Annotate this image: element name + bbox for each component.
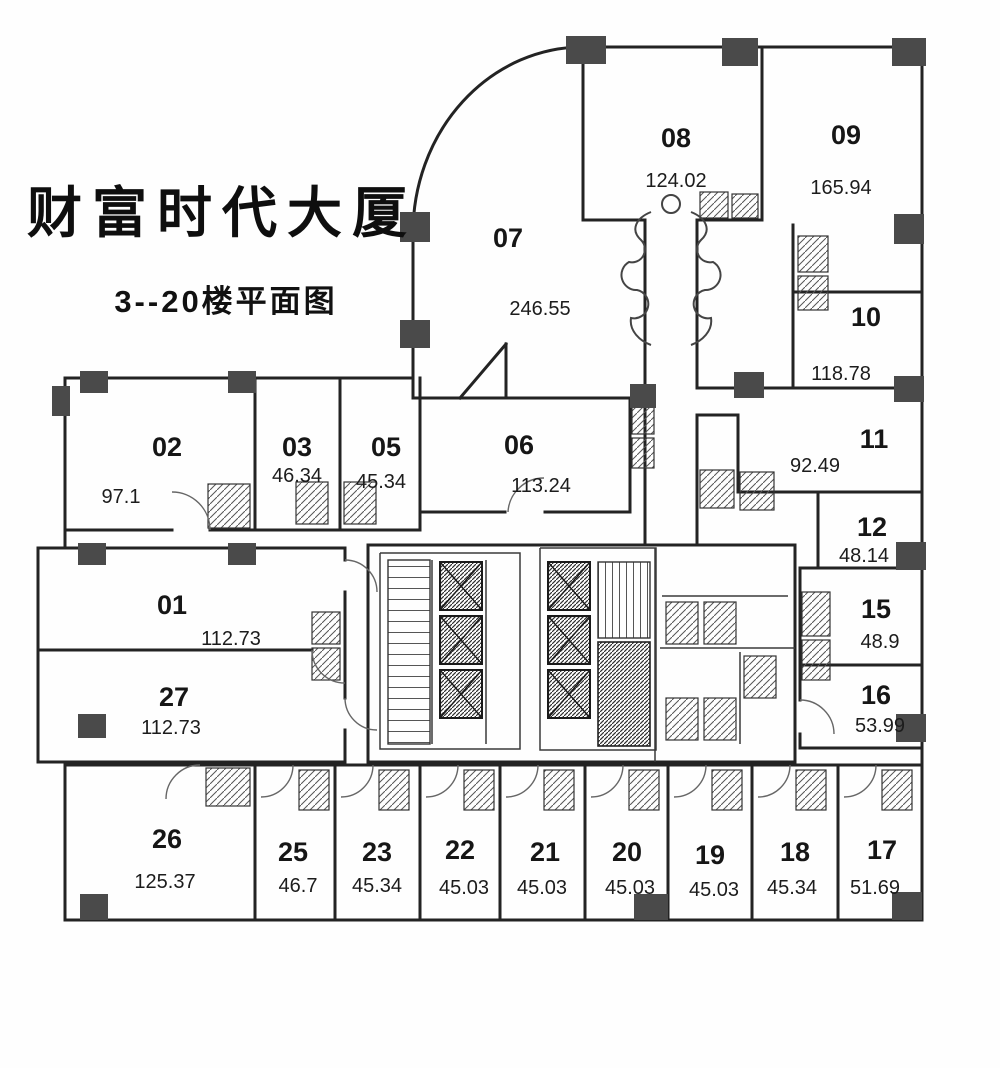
room-08-number: 08 (661, 123, 691, 153)
room-22-number: 22 (445, 835, 475, 865)
room-07-area: 246.55 (509, 298, 570, 320)
stairwell-mid-landing (597, 561, 651, 639)
elevator-shafts (439, 561, 591, 719)
room-03-number: 03 (282, 432, 312, 462)
room-17-area: 51.69 (850, 877, 900, 899)
walls-interior (379, 547, 795, 762)
room-01-number: 01 (157, 590, 187, 620)
room-23-area: 45.34 (352, 875, 402, 897)
room-18-area: 45.34 (767, 877, 817, 899)
building-title: 财富时代大厦 (27, 182, 417, 244)
room-26-number: 26 (152, 824, 182, 854)
room-16-area: 53.99 (855, 715, 905, 737)
atrium-ornament (620, 194, 722, 346)
room-23-number: 23 (362, 837, 392, 867)
room-25-area: 46.7 (279, 875, 318, 897)
room-16-number: 16 (861, 680, 891, 710)
room-05-number: 05 (371, 432, 401, 462)
room-12-number: 12 (857, 512, 887, 542)
room-labels: 07 246.55 08 124.02 09 165.94 10 118.78 … (102, 120, 906, 901)
room-27-number: 27 (159, 682, 189, 712)
room-08-area: 124.02 (645, 170, 706, 192)
room-15-number: 15 (861, 594, 891, 624)
fixtures-hatched (205, 191, 913, 811)
room-01-area: 112.73 (201, 628, 261, 650)
room-09-number: 09 (831, 120, 861, 150)
room-21-area: 45.03 (517, 877, 567, 899)
walls-main (36, 45, 924, 922)
room-06-number: 06 (504, 430, 534, 460)
room-07-number: 07 (493, 223, 523, 253)
floor-range-subtitle: 3--20楼平面图 (114, 284, 337, 319)
room-19-area: 45.03 (689, 879, 739, 901)
room-09-area: 165.94 (810, 177, 871, 199)
stairwell-mid-flight (597, 641, 651, 747)
room-11-number: 11 (860, 424, 889, 454)
room-21-number: 21 (530, 837, 560, 867)
room-05-area: 45.34 (356, 471, 406, 493)
room-02-number: 02 (152, 432, 182, 462)
room-15-area: 48.9 (861, 631, 900, 653)
room-25-number: 25 (278, 837, 308, 867)
room-22-area: 45.03 (439, 877, 489, 899)
room-12-area: 48.14 (839, 545, 889, 567)
elevator-x-marks (439, 561, 591, 719)
structural-columns (52, 36, 926, 920)
room-02-area: 97.1 (102, 486, 141, 508)
room-26-area: 125.37 (134, 871, 195, 893)
room-20-area: 45.03 (605, 877, 655, 899)
room-27-area: 112.73 (141, 717, 201, 739)
room-06-area: 113.24 (511, 475, 571, 497)
door-arcs (165, 477, 877, 800)
room-20-number: 20 (612, 837, 642, 867)
room-11-area: 92.49 (790, 455, 840, 477)
room-03-area: 46.34 (272, 465, 322, 487)
room-19-number: 19 (695, 840, 725, 870)
room-18-number: 18 (780, 837, 810, 867)
stairwell-west (387, 559, 431, 745)
room-17-number: 17 (867, 835, 897, 865)
room-10-area: 118.78 (811, 363, 871, 385)
room-10-number: 10 (851, 302, 881, 332)
